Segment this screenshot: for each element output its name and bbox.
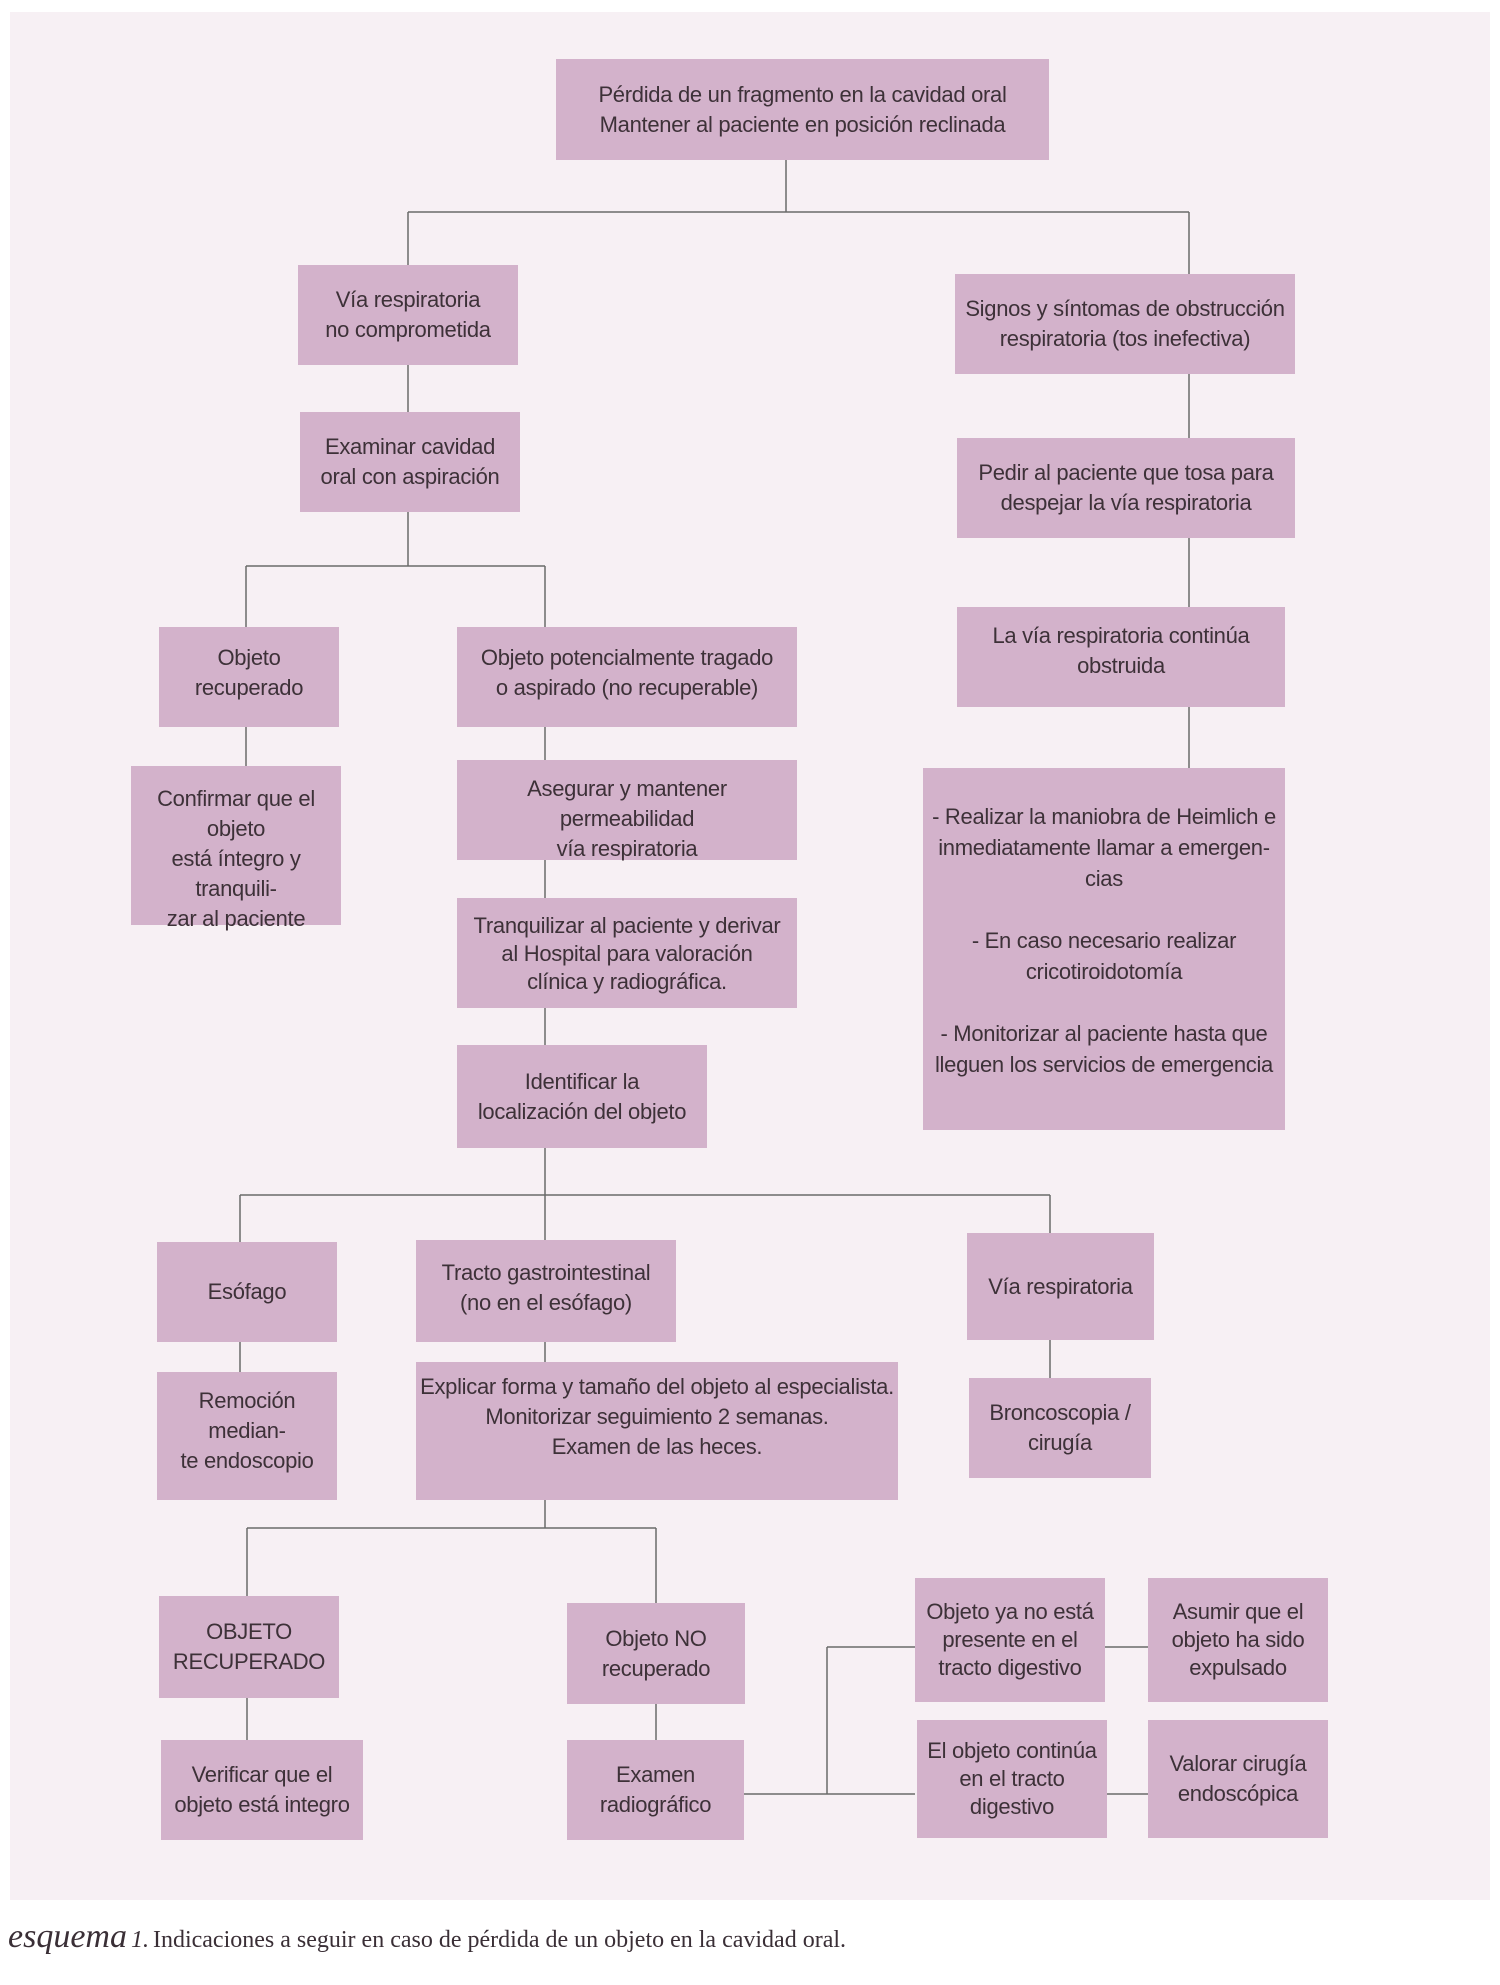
ask-to-cough-node: Pedir al paciente que tosa para despejar…	[957, 438, 1295, 538]
root-node: Pérdida de un fragmento en la cavidad or…	[556, 59, 1049, 160]
obstruction-signs-node: Signos y síntomas de obstrucción respira…	[955, 274, 1295, 374]
connector	[239, 1340, 1051, 1378]
secure-airway-node: Asegurar y mantener permeabilidad vía re…	[457, 760, 797, 861]
verify-object-node: Verificar que el objeto está integro	[161, 1740, 363, 1840]
bronchoscopy-node: Broncoscopia / cirugía	[969, 1378, 1151, 1478]
reassure-refer-node: Tranquilizar al paciente y derivar al Ho…	[457, 898, 797, 1008]
explain-monitor-node: Explicar forma y tamaño del objeto al es…	[416, 1362, 898, 1500]
connector	[1105, 1646, 1148, 1795]
caption-number: 1.	[130, 1927, 149, 1953]
airway-still-obstructed-node: La vía respiratoria continúa obstruida	[957, 607, 1285, 707]
assess-surgery-node: Valorar cirugía endoscópica	[1148, 1720, 1328, 1838]
confirm-object-node: Confirmar que el objeto está íntegro y t…	[131, 766, 341, 931]
object-not-recovered-node: Objeto NO recuperado	[567, 1603, 745, 1704]
assume-expelled-node: Asumir que el objeto ha sido expulsado	[1148, 1578, 1328, 1702]
connector	[246, 1698, 657, 1740]
connector	[246, 1500, 657, 1603]
object-absent-node: Objeto ya no está presente en el tracto …	[915, 1578, 1105, 1702]
airway-location-node: Vía respiratoria	[967, 1233, 1154, 1340]
figure-caption: esquema 1. Indicaciones a seguir en caso…	[8, 1918, 846, 1956]
connector	[245, 512, 546, 627]
endoscopic-removal-node: Remoción median- te endoscopio	[157, 1372, 337, 1500]
object-swallowed-node: Objeto potencialmente tragado o aspirado…	[457, 627, 797, 727]
object-recovered-node: Objeto recuperado	[159, 627, 339, 727]
caption-text: Indicaciones a seguir en caso de pérdida…	[152, 1927, 847, 1953]
object-recovered-caps-node: OBJETO RECUPERADO	[159, 1596, 339, 1698]
object-remains-node: El objeto continúa en el tracto digestiv…	[917, 1720, 1107, 1838]
identify-location-node: Identificar la localización del objeto	[457, 1045, 707, 1148]
connector	[239, 1148, 1051, 1242]
examine-oral-cavity-node: Examinar cavidad oral con aspiración	[300, 412, 520, 512]
connector	[744, 1646, 915, 1795]
esophagus-node: Esófago	[157, 1242, 337, 1342]
airway-not-compromised-node: Vía respiratoria no comprometida	[298, 265, 518, 365]
gi-tract-node: Tracto gastrointestinal (no en el esófag…	[416, 1240, 676, 1342]
heimlich-actions-node: - Realizar la maniobra de Heimlich e inm…	[923, 768, 1285, 1130]
radiographic-exam-node: Examen radiográfico	[567, 1740, 744, 1840]
caption-lead: esquema	[8, 1918, 127, 1955]
connector	[407, 160, 1190, 274]
